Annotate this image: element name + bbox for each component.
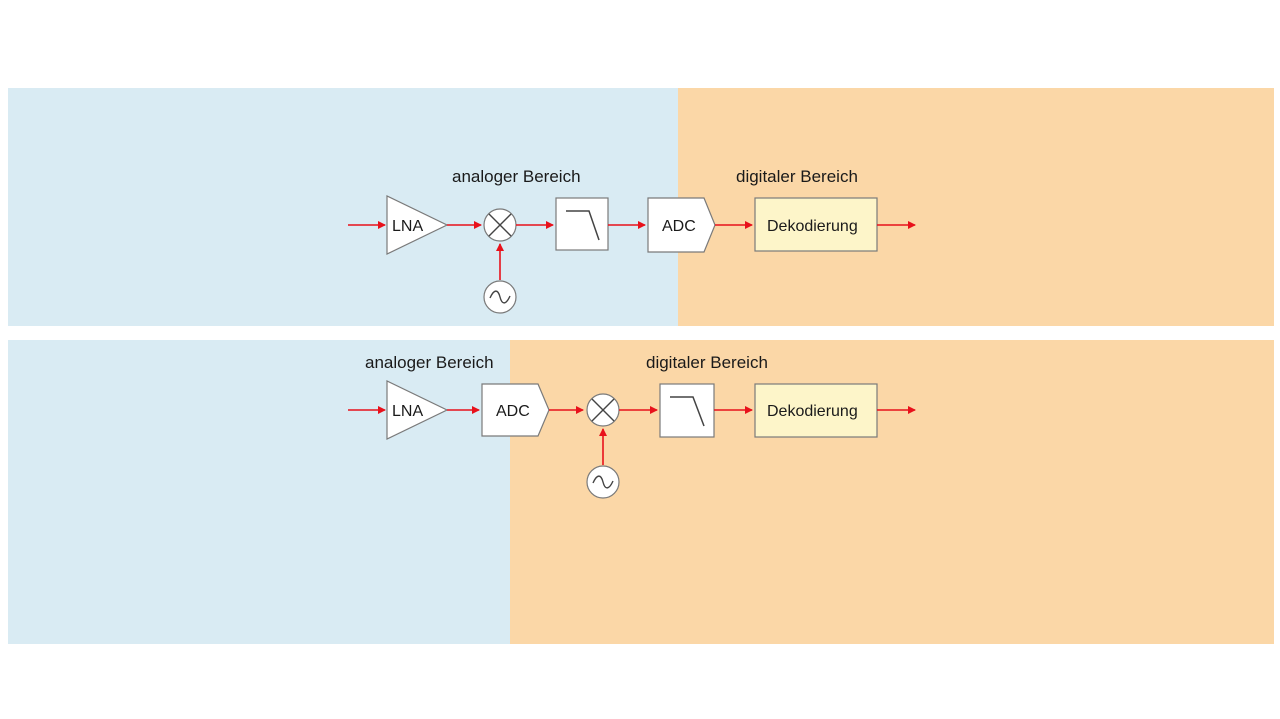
lowpass-filter-icon (555, 197, 609, 251)
lna-label: LNA (392, 403, 423, 420)
mixer-icon (586, 393, 620, 427)
adc-label: ADC (662, 218, 696, 235)
lna-amplifier: LNA (386, 380, 449, 440)
adc-label: ADC (496, 403, 530, 420)
signal-chain-1: analoger Bereich digitaler Bereich LNA (348, 167, 916, 314)
lowpass-filter-icon (659, 383, 715, 438)
decoder-block: Dekodierung (754, 383, 878, 438)
digital-region-label: digitaler Bereich (736, 167, 858, 186)
lna-label: LNA (392, 218, 423, 235)
lna-amplifier: LNA (386, 195, 449, 255)
digital-region (510, 340, 1274, 644)
panel-digital-mixing (8, 340, 1274, 644)
decoder-block: Dekodierung (754, 197, 878, 252)
mixer-icon (483, 208, 517, 242)
decoder-label: Dekodierung (767, 403, 858, 420)
digital-region-label: digitaler Bereich (646, 353, 768, 372)
analog-region-label: analoger Bereich (452, 167, 581, 186)
analog-region (8, 340, 510, 644)
oscillator-icon (586, 465, 620, 499)
signal-chain-2: analoger Bereich digitaler Bereich LNA A… (348, 353, 916, 499)
analog-region-label: analoger Bereich (365, 353, 494, 372)
adc-block: ADC (647, 197, 716, 253)
oscillator-icon (483, 280, 517, 314)
adc-block: ADC (481, 383, 550, 437)
decoder-label: Dekodierung (767, 218, 858, 235)
